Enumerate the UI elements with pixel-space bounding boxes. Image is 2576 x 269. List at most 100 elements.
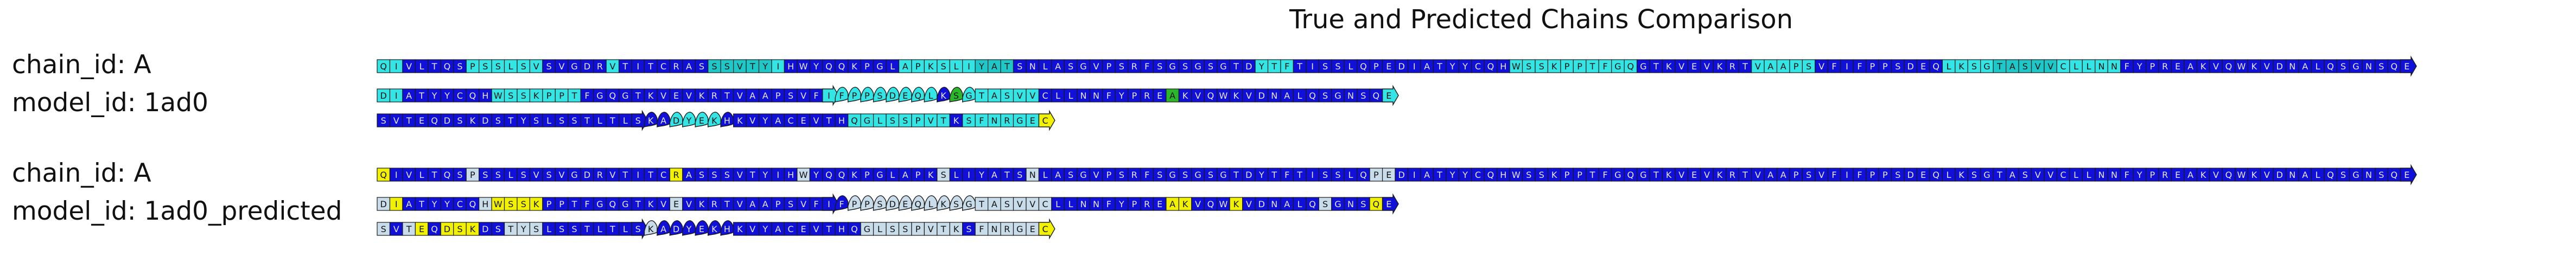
residue-letter: A [686,61,692,72]
residue-letter: V [1017,199,1023,209]
residue-letter: T [1271,61,1277,72]
residue-letter: K [940,199,946,209]
residue-letter: L [1947,170,1951,180]
residue-letter: G [2352,170,2359,180]
residue-letter: G [1080,61,1086,72]
residue-letter: Y [762,61,768,72]
residue-letter: D [2276,170,2283,180]
residue-letter: D [889,91,896,101]
residue-letter: F [813,91,818,101]
residue-letter: P [1793,61,1799,72]
residue-letter: N [1093,199,1099,209]
residue-letter: S [890,116,895,126]
residue-letter: G [1640,170,1646,180]
residue-letter: G [1080,170,1086,180]
residue-letter: S [495,170,501,180]
residue-letter: K [1182,199,1188,209]
residue-letter: S [546,170,551,180]
residue-letter: P [1882,170,1888,180]
residue-letter: V [2035,61,2041,72]
residue-letter: I [395,199,398,209]
residue-letter: Q [1309,199,1316,209]
residue-mark [1382,85,1399,106]
residue-letter: P [1564,170,1570,180]
residue-letter: G [622,199,628,209]
residue-letter: K [1233,91,1239,101]
residue-letter: S [1322,91,1328,101]
residue-letter: Y [1462,170,1468,180]
residue-letter: A [762,91,768,101]
residue-letter: P [775,91,781,101]
residue-letter: T [418,91,424,101]
residue-letter: S [1806,61,1811,72]
residue-letter: G [1016,116,1023,126]
residue-letter: T [584,224,590,234]
residue-letter: S [1526,170,1531,180]
residue-letter: P [1793,170,1799,180]
residue-letter: E [1030,116,1035,126]
residue-letter: K [1551,170,1557,180]
residue-letter: T [1436,61,1442,72]
residue-letter: E [673,91,679,101]
residue-letter: K [1958,170,1964,180]
residue-letter: K [928,61,934,72]
residue-letter: T [1004,170,1010,180]
residue-letter: S [1004,199,1010,209]
residue-letter: V [1755,61,1761,72]
residue-letter: T [431,61,437,72]
residue-letter: Y [2136,61,2142,72]
residue-letter: I [828,91,830,101]
residue-letter: T [826,116,832,126]
residue-letter: E [801,116,806,126]
residue-letter: K [928,170,934,180]
residue-letter: V [737,91,743,101]
residue-letter: K [2200,170,2206,180]
residue-letter: E [2404,170,2409,180]
residue-letter: K [1717,61,1723,72]
residue-letter: S [1335,170,1340,180]
residue-letter: G [1016,224,1023,234]
residue-letter: T [507,224,513,234]
residue-letter: L [2073,170,2078,180]
residue-letter: A [902,170,908,180]
residue-letter: H [838,116,845,126]
residue-letter: Q [838,170,845,180]
residue-letter: Q [2327,61,2334,72]
residue-letter: L [877,224,882,234]
residue-letter: I [777,170,779,180]
residue-letter: W [494,91,503,101]
residue-letter: E [673,199,679,209]
residue-letter: A [406,91,412,101]
residue-letter: Q [1627,170,1634,180]
residue-letter: R [1729,170,1735,180]
residue-letter: N [2098,61,2104,72]
residue-letter: Q [1627,61,1634,72]
residue-letter: A [1055,170,1061,180]
residue-letter: H [838,224,845,234]
residue-letter: A [749,199,755,209]
residue-letter: K [1666,170,1672,180]
residue-letter: V [2213,170,2219,180]
residue-letter: S [699,170,704,180]
residue-letter: L [623,224,628,234]
residue-letter: Y [1449,61,1455,72]
residue-letter: K [648,224,654,234]
residue-letter: E [2175,61,2180,72]
residue-letter: T [826,224,832,234]
residue-letter: S [890,224,895,234]
residue-letter: Q [431,224,438,234]
residue-letter: S [1004,91,1010,101]
residue-letter: E [1386,91,1391,101]
residue-letter: Y [762,116,768,126]
residue-letter: S [2340,170,2346,180]
residue-letter: V [1246,91,1252,101]
residue-letter: Q [444,61,451,72]
residue-letter: N [1347,91,1354,101]
residue-letter: L [954,170,959,180]
residue-letter: R [2162,61,2168,72]
residue-letter: T [635,199,641,209]
residue-letter: Q [469,199,476,209]
residue-letter: T [1589,170,1595,180]
